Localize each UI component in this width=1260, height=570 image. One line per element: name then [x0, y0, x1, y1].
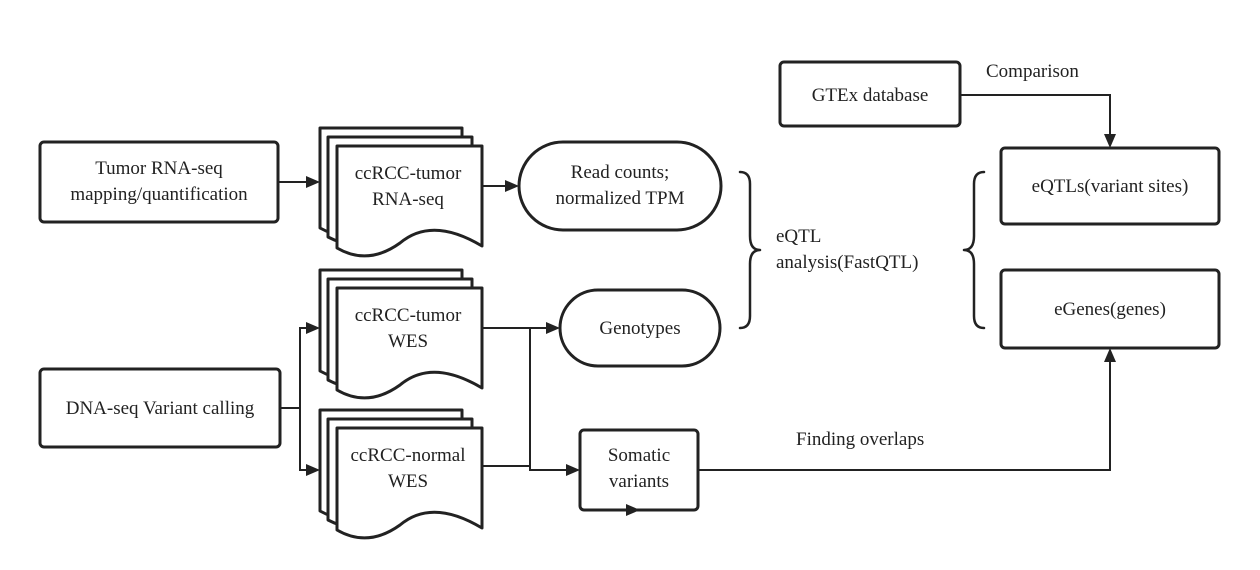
somatic-variants-line2: variants — [609, 471, 669, 492]
edge-dna-to-normal-wes — [299, 408, 310, 471]
edge-somatic-to-egenes — [698, 360, 1111, 471]
comparison-label: Comparison — [986, 61, 1079, 82]
read-counts-node: Read counts; normalized TPM — [517, 140, 723, 232]
tumor-rnaseq-mapping-line2: mapping/quantification — [70, 184, 248, 205]
somatic-variants-line1: Somatic — [608, 445, 670, 466]
edge-dna-to-tumor-wes — [280, 327, 310, 409]
genotypes-label: Genotypes — [599, 318, 680, 339]
read-counts-line1: Read counts; — [571, 162, 670, 183]
tumor-rnaseq-mapping-box: Tumor RNA-seq mapping/quantification — [38, 140, 280, 224]
arrowhead — [505, 180, 519, 192]
left-brace — [962, 170, 986, 330]
ccrcc-tumor-wes-line2: WES — [388, 331, 428, 352]
ccrcc-tumor-wes-docs: ccRCC-tumor WES — [318, 268, 484, 400]
doc-stack-front — [335, 286, 484, 400]
ccrcc-normal-wes-docs: ccRCC-normal WES — [318, 408, 484, 540]
arrowhead — [1104, 134, 1116, 148]
ccrcc-normal-wes-line1: ccRCC-normal — [350, 445, 465, 466]
arrowhead — [306, 322, 320, 334]
eqtl-analysis-line2: analysis(FastQTL) — [776, 252, 918, 273]
edge-tumor-wes-to-somatic — [514, 327, 570, 471]
tumor-rnaseq-mapping-line1: Tumor RNA-seq — [95, 158, 223, 179]
egenes-box: eGenes(genes) — [999, 268, 1221, 350]
eqtls-label: eQTLs(variant sites) — [1032, 176, 1189, 197]
ccrcc-tumor-rnaseq-docs: ccRCC-tumor RNA-seq — [318, 126, 484, 258]
arrowhead — [306, 464, 320, 476]
eqtl-analysis-line1: eQTL — [776, 226, 821, 247]
somatic-variants-box: Somatic variants — [578, 428, 700, 512]
egenes-label: eGenes(genes) — [1054, 299, 1166, 320]
dna-seq-variant-calling-label: DNA-seq Variant calling — [66, 398, 255, 419]
eqtls-box: eQTLs(variant sites) — [999, 146, 1221, 226]
arrowhead — [1104, 348, 1116, 362]
doc-stack-front — [335, 144, 484, 258]
edge-gtex-to-eqtls — [960, 94, 1111, 136]
ccrcc-tumor-rnaseq-line1: ccRCC-tumor — [355, 163, 462, 184]
read-counts-line2: normalized TPM — [556, 188, 685, 209]
right-brace — [738, 170, 762, 330]
genotypes-node: Genotypes — [558, 288, 722, 368]
arrowhead — [626, 504, 640, 516]
ccrcc-normal-wes-line2: WES — [388, 471, 428, 492]
arrowhead — [546, 322, 560, 334]
gtex-database-box: GTEx database — [778, 60, 962, 128]
gtex-database-label: GTEx database — [812, 85, 929, 106]
ccrcc-tumor-rnaseq-line2: RNA-seq — [372, 189, 444, 210]
ccrcc-tumor-wes-line1: ccRCC-tumor — [355, 305, 462, 326]
arrowhead — [566, 464, 580, 476]
dna-seq-variant-calling-box: DNA-seq Variant calling — [38, 367, 282, 449]
arrowhead — [306, 176, 320, 188]
finding-overlaps-label: Finding overlaps — [796, 429, 924, 450]
doc-stack-front — [335, 426, 484, 540]
